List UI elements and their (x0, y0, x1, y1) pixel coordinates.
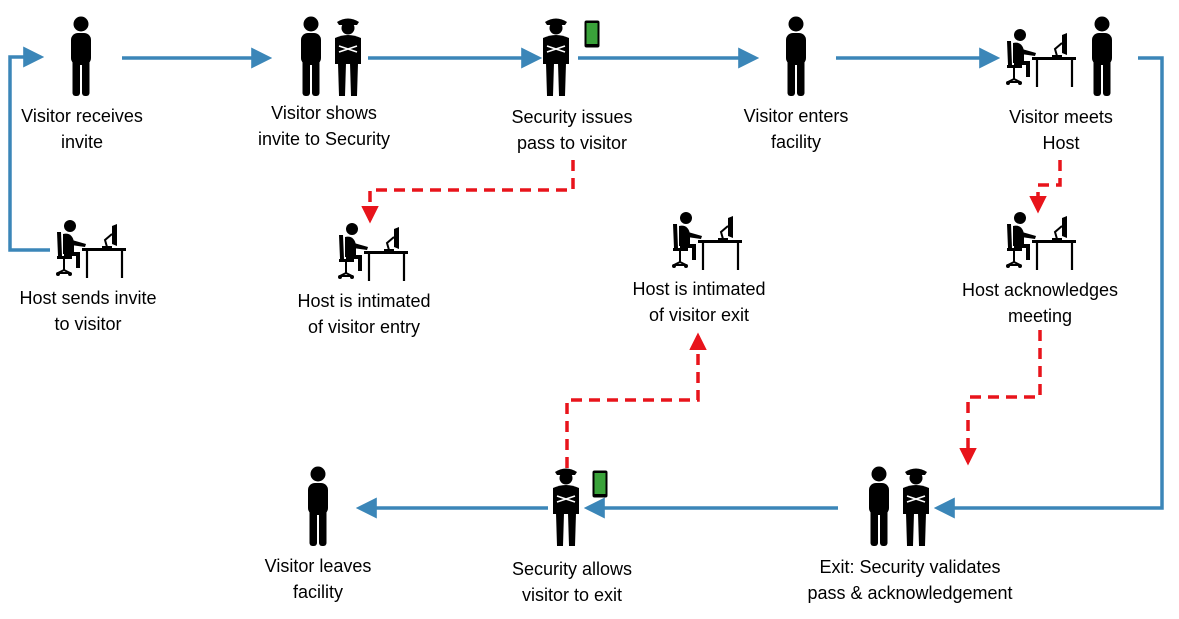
person-icon (308, 466, 328, 546)
security-guard-icon (902, 467, 930, 547)
label-host-acknowledges-meeting: Host acknowledges meeting (961, 280, 1119, 326)
security-guard-icon (552, 467, 580, 547)
dashed-arrow-ack-to-exit (959, 330, 1042, 466)
dashed-arrow-meets-to-host-ack (1029, 160, 1062, 214)
person-icon (301, 16, 321, 96)
security-guard-icon (542, 17, 570, 97)
host-at-desk-icon (670, 210, 744, 270)
label-visitor-shows-invite: Visitor shows invite to Security (257, 103, 391, 149)
security-guard-icon (334, 17, 362, 97)
person-icon (71, 16, 91, 96)
person-icon (869, 466, 889, 546)
notification-arrows (361, 160, 1062, 468)
label-visitor-receives-invite: Visitor receives invite (21, 106, 143, 152)
label-visitor-meets-host: Visitor meets Host (1009, 107, 1113, 153)
dashed-arrow-allows-to-host-exit (565, 332, 707, 468)
label-host-sends-invite: Host sends invite to visitor (19, 288, 157, 334)
host-at-desk-icon (336, 221, 410, 281)
person-icon (786, 16, 806, 96)
label-security-allows-exit: Security allows visitor to exit (511, 559, 633, 605)
host-at-desk-icon (54, 218, 128, 278)
mobile-phone-icon (592, 470, 608, 498)
label-visitor-enters-facility: Visitor enters facility (743, 106, 849, 152)
dashed-arrow-issues-to-host-entry (361, 160, 575, 224)
main-flow-arrows (8, 46, 1164, 519)
label-visitor-leaves-facility: Visitor leaves facility (264, 556, 372, 602)
label-exit-security-validates: Exit: Security validates pass & acknowle… (807, 557, 1013, 603)
host-at-desk-icon (1004, 210, 1078, 270)
arrow-meets-to-exit (933, 56, 1164, 519)
person-icon (1092, 16, 1112, 96)
host-at-desk-icon (1004, 27, 1078, 87)
label-host-intimated-exit: Host is intimated of visitor exit (632, 279, 766, 325)
label-security-issues-pass: Security issues pass to visitor (511, 107, 633, 153)
label-host-intimated-entry: Host is intimated of visitor entry (297, 291, 431, 337)
mobile-phone-icon (584, 20, 600, 48)
arrow-host-to-visitor-receives (8, 46, 50, 252)
